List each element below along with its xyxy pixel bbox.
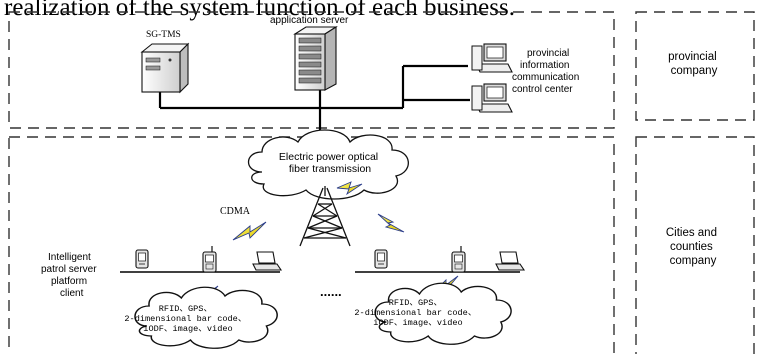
provincial-center-line: provincial — [527, 48, 569, 59]
laptop-icon — [252, 251, 282, 271]
provincial-company-panel — [635, 11, 755, 121]
ellipsis-label: ...... — [320, 284, 342, 299]
patrol-client-label: Intelligent patrol server platform clien… — [41, 252, 99, 299]
cities-company-panel — [635, 136, 755, 354]
transmission-label: Electric power optical fiber transmissio… — [279, 151, 381, 175]
transmission-line: fiber transmission — [289, 163, 371, 175]
server-rack-icon — [293, 25, 338, 91]
header-text: realization of the system function of ea… — [4, 0, 515, 21]
server-tower-icon — [140, 42, 190, 94]
patrol-client-line: client — [60, 288, 84, 299]
provincial-company-line: company — [671, 65, 718, 77]
cdma-label: CDMA — [220, 206, 251, 217]
left-cloud-line: iODF、image、video — [143, 324, 232, 334]
pda-icon — [202, 245, 217, 273]
left-cloud-line: 2-dimensional bar code、 — [124, 314, 246, 324]
lightning-icon — [232, 221, 267, 241]
left-cloud-label: RFID、GPS、 2-dimensional bar code、 iODF、i… — [124, 304, 251, 334]
desktop-computer-icon — [471, 83, 513, 113]
sg-tms-label: SG-TMS — [146, 30, 181, 40]
provincial-center-label: provincial information communication con… — [512, 48, 582, 95]
provincial-center-line: information — [520, 60, 569, 71]
provincial-company-label: provincial company — [668, 51, 720, 77]
patrol-client-line: Intelligent — [48, 252, 91, 263]
lightning-icon — [336, 181, 363, 196]
application-server-label: application server — [270, 15, 349, 26]
cities-company-line: counties — [670, 241, 713, 253]
lightning-icon — [377, 213, 405, 233]
pda-icon — [135, 249, 149, 269]
pda-icon — [451, 245, 466, 273]
radio-tower-icon — [299, 186, 351, 247]
provincial-company-line: provincial — [668, 51, 717, 63]
cities-company-line: company — [670, 255, 717, 267]
provincial-center-line: control center — [512, 84, 573, 95]
right-cloud-label: RFID、GPS、 2-dimensional bar code、 iODF、i… — [354, 298, 481, 328]
patrol-client-line: patrol server — [41, 264, 97, 275]
right-cloud-line: iODF、image、video — [373, 318, 462, 328]
cities-company-label: Cities and counties company — [666, 227, 720, 267]
pda-icon — [374, 249, 388, 269]
cities-company-line: Cities and — [666, 227, 717, 239]
cities-region-box — [8, 136, 615, 354]
desktop-computer-icon — [471, 43, 513, 73]
transmission-line: Electric power optical — [279, 151, 378, 163]
patrol-client-line: platform — [51, 276, 87, 287]
laptop-icon — [495, 251, 525, 271]
cloud-icon — [247, 129, 409, 200]
left-cloud-line: RFID、GPS、 — [159, 304, 212, 314]
right-cloud-line: RFID、GPS、 — [389, 298, 442, 308]
right-cloud-line: 2-dimensional bar code、 — [354, 308, 476, 318]
provincial-center-line: communication — [512, 72, 579, 83]
